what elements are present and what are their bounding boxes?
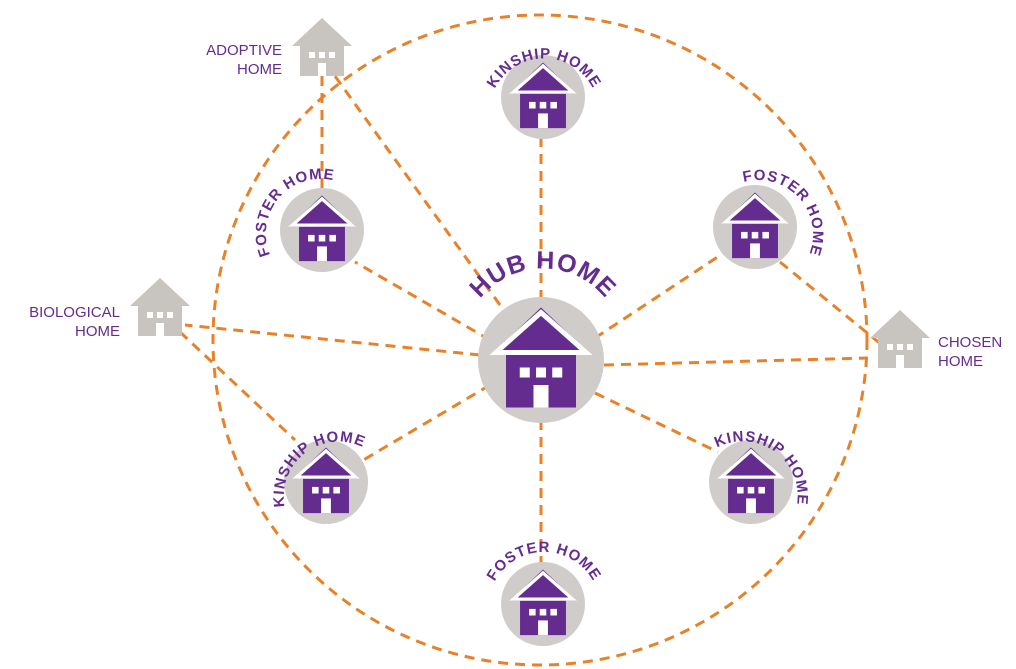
satellite-kinship-top: KINSHIP HOME (484, 45, 603, 139)
external-home-adoptive: ADOPTIVE HOME (206, 18, 352, 78)
satellite-kinship-lower-right: KINSHIP HOME (709, 428, 810, 524)
satellite-foster-upper-right: FOSTER HOME (713, 167, 825, 269)
external-home-label-line2: HOME (237, 61, 282, 78)
connector-hub-adoptive (330, 71, 502, 306)
satellite-foster-bottom: FOSTER HOME (483, 539, 604, 646)
hub-home-label: HUB HOME (464, 246, 622, 303)
house-icon (292, 18, 352, 76)
external-home-chosen: CHOSEN HOME (870, 310, 1002, 370)
connector-foster-chosen (779, 260, 883, 347)
house-icon (130, 278, 190, 336)
connector-biological-kinship (178, 330, 297, 442)
connector-hub-kinship-lower-right (594, 391, 719, 454)
external-home-label-line1: ADOPTIVE (206, 42, 282, 59)
connector-lines (178, 71, 883, 565)
connector-hub-kinship-lower-left (359, 383, 491, 464)
satellite-kinship-lower-left: KINSHIP HOME (271, 428, 368, 524)
connector-hub-chosen (603, 356, 869, 367)
satellite-foster-upper-left: FOSTER HOME (253, 166, 364, 272)
external-home-label-line2: HOME (938, 353, 983, 370)
connector-hub-biological (184, 323, 481, 357)
connector-hub-foster-upper-right (594, 250, 726, 340)
hub-home: HUB HOME (464, 246, 622, 423)
connector-hub-foster-upper-left (354, 260, 491, 342)
external-home-biological: BIOLOGICAL HOME (29, 278, 190, 340)
network-boundary-circle (211, 13, 869, 667)
external-home-label-line1: BIOLOGICAL (29, 304, 120, 321)
house-icon (870, 310, 930, 368)
external-home-label-line1: CHOSEN (938, 334, 1002, 351)
external-home-label-line2: HOME (75, 323, 120, 340)
